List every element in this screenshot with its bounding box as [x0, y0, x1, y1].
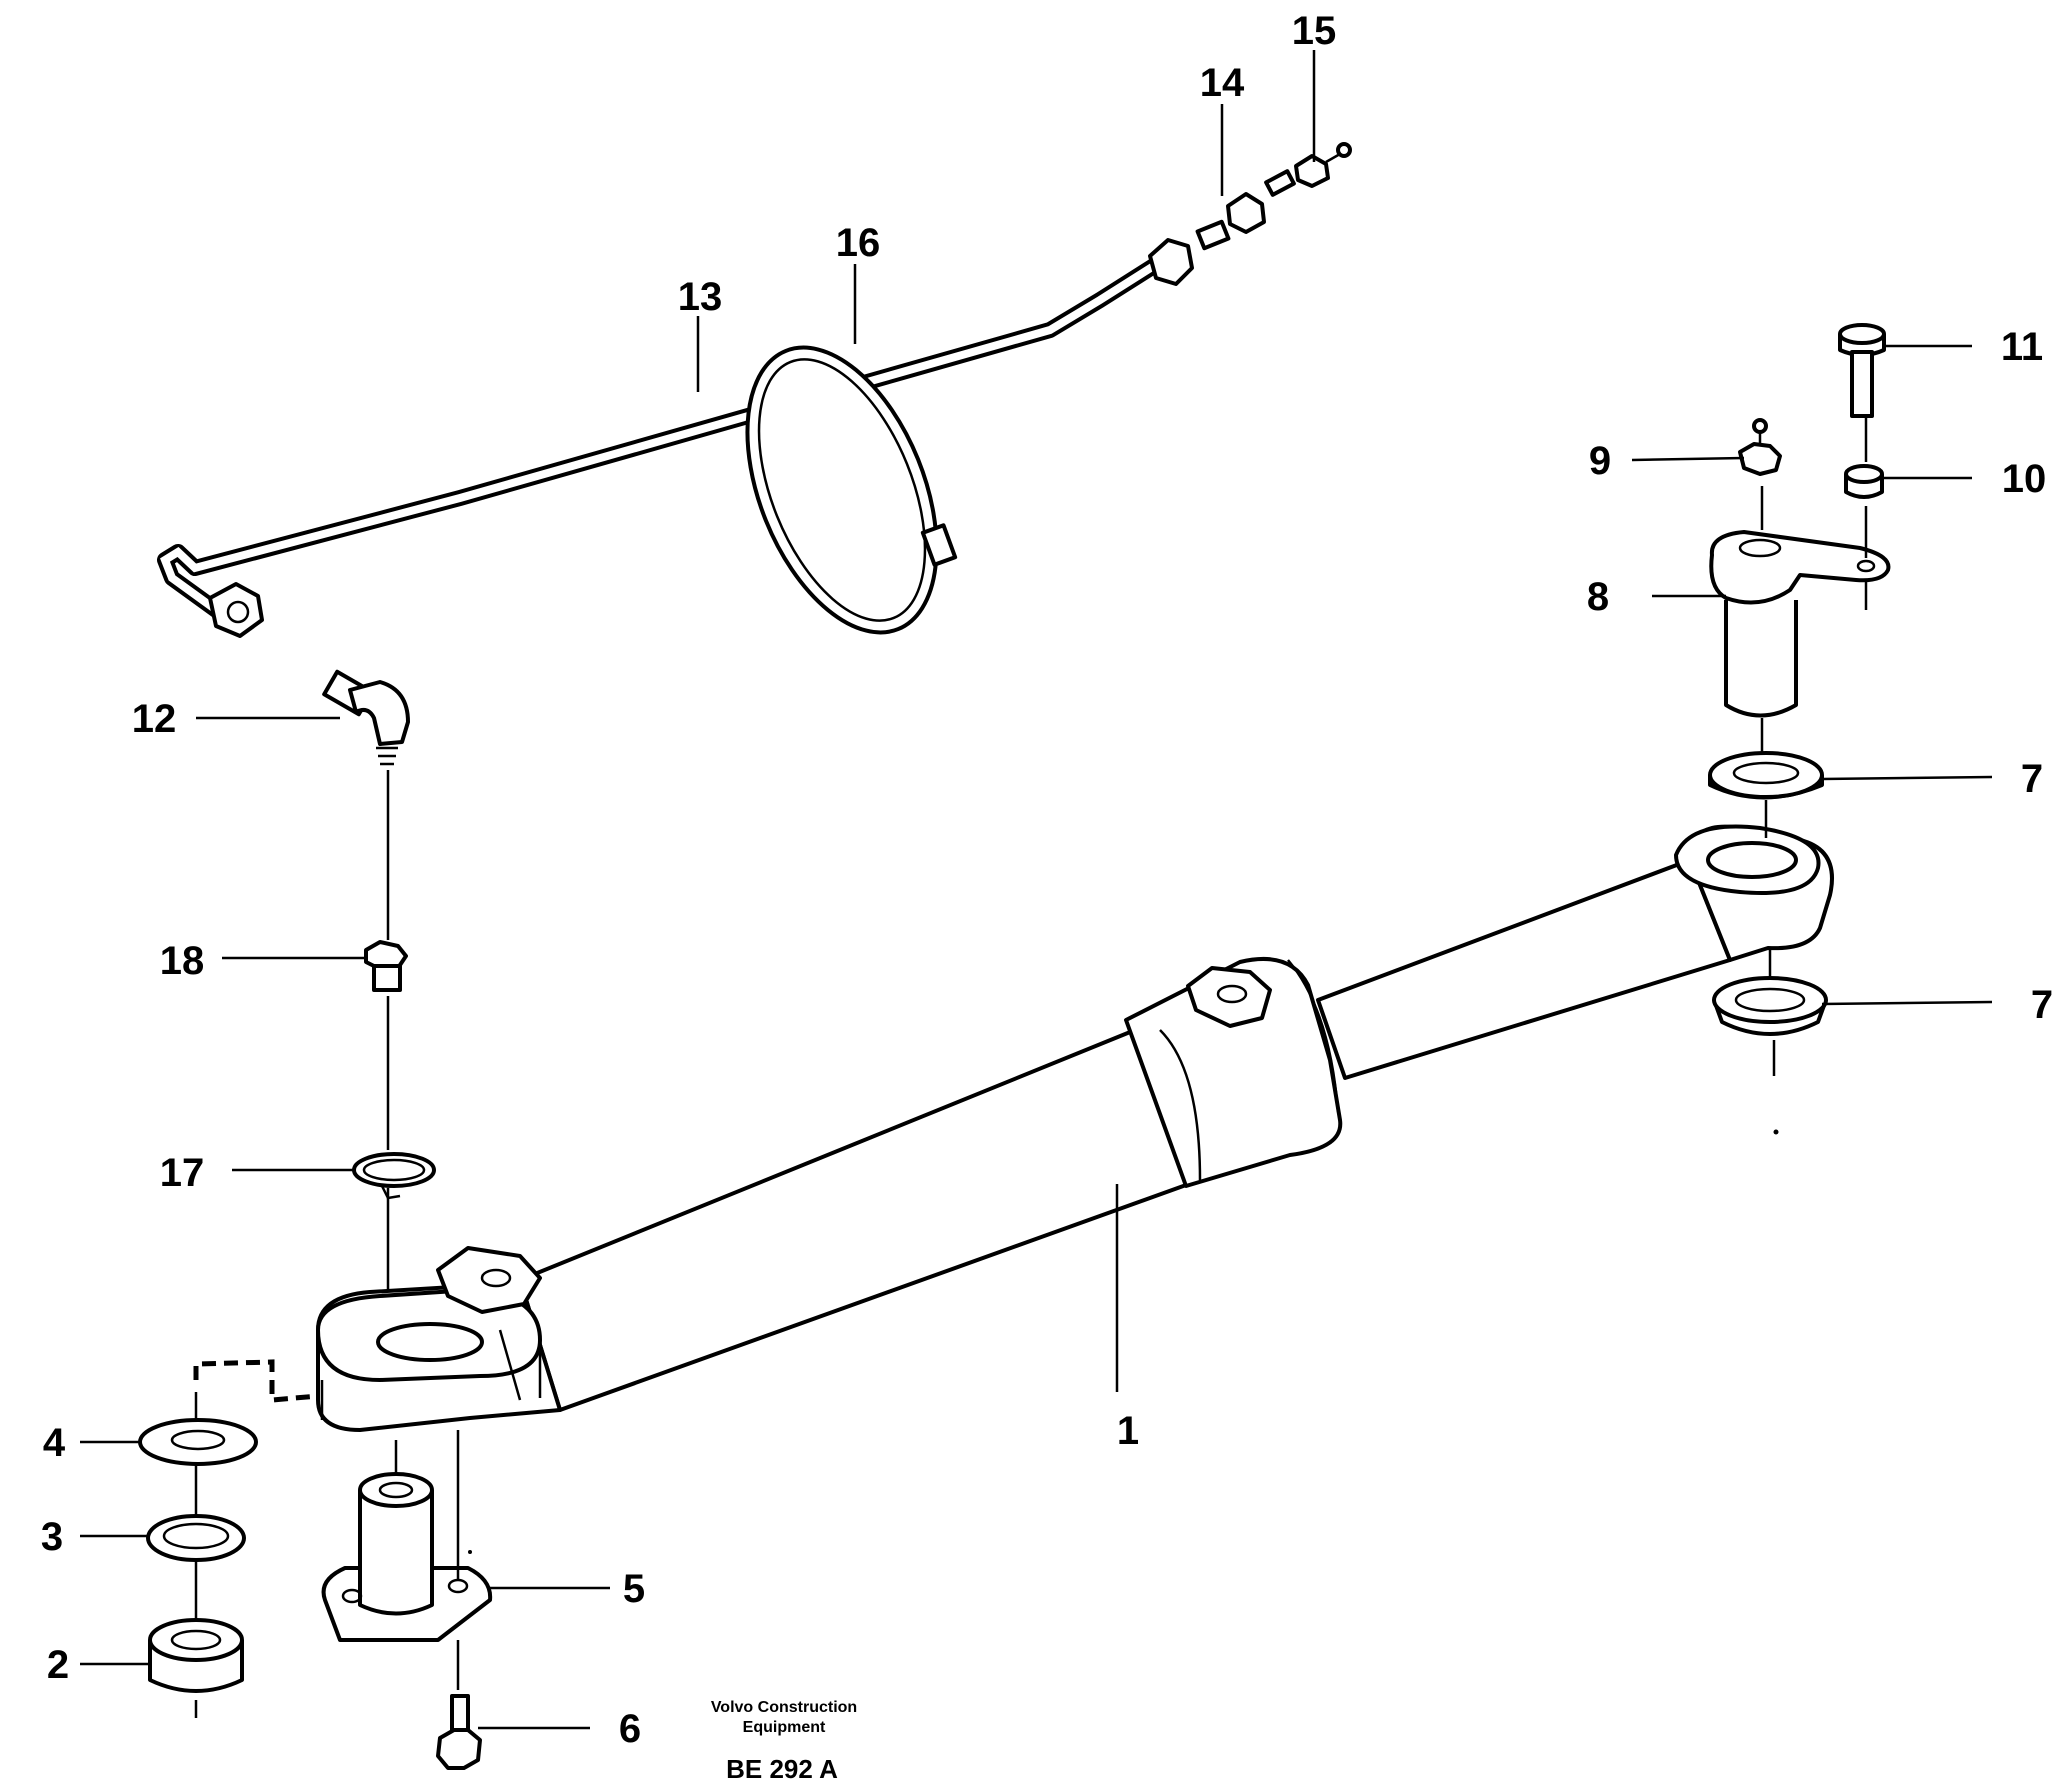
leader-lines	[80, 50, 1993, 1730]
washer-10	[1844, 464, 1884, 499]
callout-14: 14	[1200, 61, 1245, 105]
pipe-nut-right	[1148, 238, 1194, 286]
link-pin-8	[1709, 530, 1891, 718]
bolt-6	[436, 1694, 482, 1770]
flanged-pin-5	[321, 1472, 493, 1642]
grease-nipple-9	[1738, 418, 1782, 476]
bearing-bushing-2	[148, 1618, 244, 1693]
washer-4	[138, 1418, 258, 1466]
pipe-nut-left	[208, 582, 264, 638]
circlip	[352, 1152, 436, 1200]
seal-ring-7-lower	[1712, 976, 1828, 1036]
callout-7a: 7	[2021, 757, 2043, 801]
seal-ring-7-upper	[1708, 751, 1824, 800]
caption-drawing-id: BE 292 A	[726, 1754, 838, 1784]
callout-11: 11	[2001, 325, 2043, 369]
screw-11	[1838, 323, 1886, 418]
caption-company-line2: Equipment	[743, 1719, 826, 1736]
callout-1: 1	[1117, 1409, 1139, 1453]
nipple-fitting	[364, 940, 408, 992]
callout-labels: 1 2 3 4 5 6 7 7 8 9 10 11 12 13 14 15 16…	[41, 9, 2053, 1751]
callout-12: 12	[132, 697, 177, 741]
callout-8: 8	[1587, 575, 1609, 619]
callout-5: 5	[623, 1567, 645, 1611]
seal-ring-3	[146, 1514, 246, 1562]
scan-speck	[1773, 1129, 1779, 1135]
callout-7b: 7	[2031, 983, 2053, 1027]
callout-3: 3	[41, 1515, 63, 1559]
callout-6: 6	[619, 1707, 641, 1751]
callout-16: 16	[836, 221, 881, 265]
callout-17: 17	[160, 1151, 205, 1195]
hose-clamp	[745, 345, 958, 635]
pipe-connector	[1195, 192, 1266, 251]
callout-2: 2	[47, 1643, 69, 1687]
callout-15: 15	[1292, 9, 1337, 53]
drawing-caption: Volvo Construction Equipment BE 292 A	[711, 1699, 857, 1784]
elbow-fitting	[322, 669, 410, 766]
lubrication-pipe	[157, 255, 1165, 627]
scan-speck	[468, 1550, 472, 1554]
callout-10: 10	[2002, 457, 2047, 501]
caption-company-line1: Volvo Construction	[711, 1699, 857, 1716]
hydraulic-cylinder	[316, 824, 1834, 1432]
callout-4: 4	[43, 1421, 66, 1465]
callout-9: 9	[1589, 439, 1611, 483]
callout-13: 13	[678, 275, 723, 319]
callout-18: 18	[160, 939, 205, 983]
grease-nipple-top	[1264, 142, 1352, 197]
